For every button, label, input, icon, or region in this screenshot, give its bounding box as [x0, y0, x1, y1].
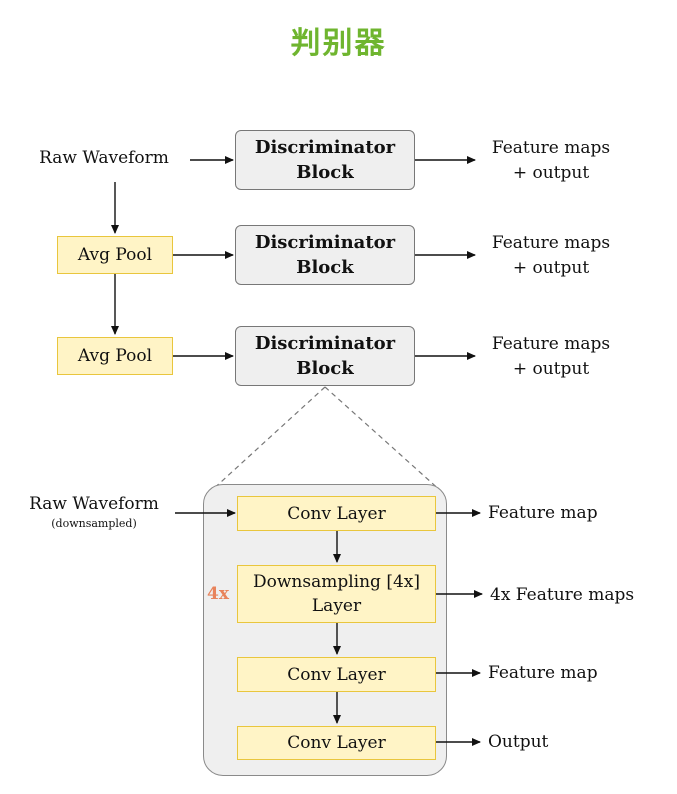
discriminator-block-1: Discriminator Block [235, 130, 415, 190]
conv-layer-2-output: Feature map [488, 663, 598, 683]
zoom-dashed-left [209, 386, 326, 493]
output-label-1: Feature maps + output [480, 136, 622, 186]
block-2-line-1: Discriminator [254, 232, 396, 253]
downsampling-output: 4x Feature maps [490, 585, 635, 605]
detail-input-sublabel: (downsampled) [51, 517, 137, 530]
raw-waveform-label: Raw Waveform [39, 148, 169, 168]
block-1-line-1: Discriminator [254, 137, 396, 158]
avg-pool-box-1: Avg Pool [57, 236, 173, 274]
output-1-line-2: + output [512, 163, 590, 183]
output-2-line-1: Feature maps [491, 233, 611, 253]
output-label-2: Feature maps + output [480, 231, 622, 281]
downsampling-line-1: Downsampling [4x] [252, 572, 420, 592]
block-2-line-2: Block [296, 257, 354, 278]
block-3-line-2: Block [296, 358, 354, 379]
output-1-line-1: Feature maps [491, 138, 611, 158]
conv-layer-3: Conv Layer [237, 726, 436, 760]
page-title: 判别器 [290, 26, 387, 61]
conv-layer-2: Conv Layer [237, 657, 436, 692]
repeat-count-label: 4x [207, 584, 229, 604]
discriminator-block-3: Discriminator Block [235, 326, 415, 386]
detail-input-label: Raw Waveform (downsampled) [12, 492, 176, 531]
output-2-line-2: + output [512, 258, 590, 278]
output-3-line-1: Feature maps [491, 334, 611, 354]
detail-input-title: Raw Waveform [29, 494, 159, 514]
avg-pool-box-2: Avg Pool [57, 337, 173, 375]
conv-layer-1: Conv Layer [237, 496, 436, 531]
output-label-3: Feature maps + output [480, 332, 622, 382]
block-3-line-1: Discriminator [254, 333, 396, 354]
discriminator-block-2: Discriminator Block [235, 225, 415, 285]
downsampling-layer: Downsampling [4x] Layer [237, 565, 436, 623]
conv-layer-1-output: Feature map [488, 503, 598, 523]
conv-layer-3-output: Output [488, 732, 549, 752]
block-1-line-2: Block [296, 162, 354, 183]
downsampling-line-2: Layer [311, 596, 362, 616]
output-3-line-2: + output [512, 359, 590, 379]
